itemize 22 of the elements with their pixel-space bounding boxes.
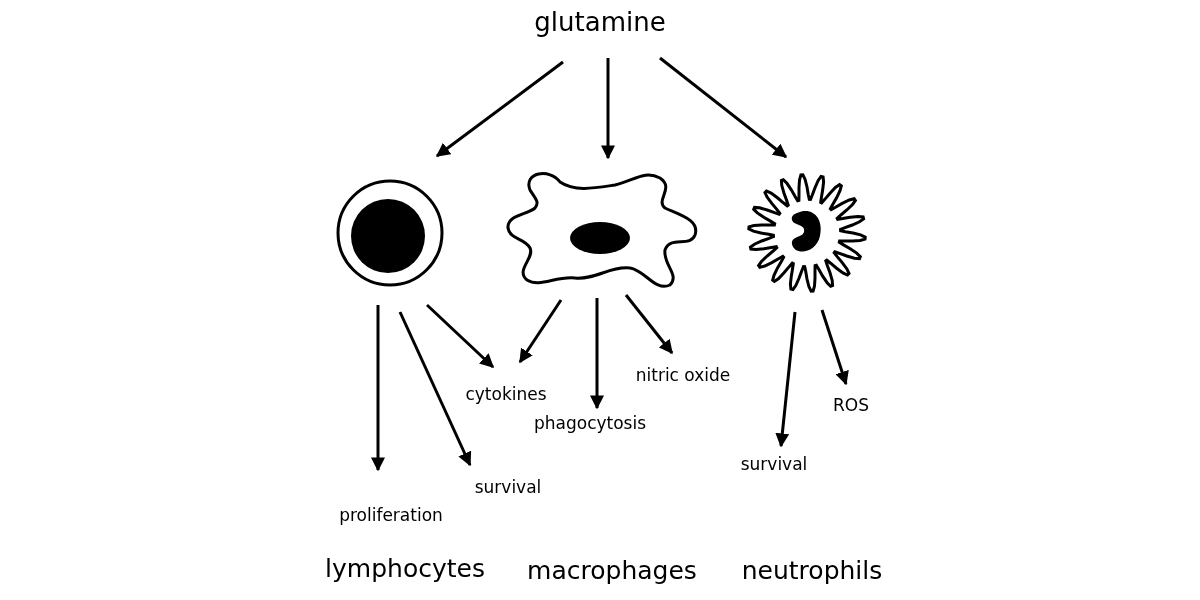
arrow bbox=[624, 294, 674, 355]
arrow bbox=[590, 298, 604, 410]
arrow bbox=[398, 311, 472, 467]
outcome-label: ROS bbox=[833, 395, 869, 415]
arrow bbox=[659, 56, 788, 159]
arrow bbox=[820, 309, 849, 386]
cell-type-label: macrophages bbox=[527, 555, 697, 585]
cell-type-label: lymphocytes bbox=[325, 553, 485, 583]
outcome-label: survival bbox=[740, 454, 808, 474]
outcome-label: nitric oxide bbox=[635, 365, 731, 385]
outcome-label: cytokines bbox=[465, 384, 547, 404]
outcome-label: survival bbox=[474, 477, 542, 497]
cell-type-label: neutrophils bbox=[741, 555, 883, 585]
outcome-label: proliferation bbox=[339, 505, 443, 525]
arrow bbox=[601, 58, 615, 160]
arrow bbox=[775, 311, 797, 448]
arrow bbox=[518, 299, 563, 364]
arrow bbox=[435, 60, 564, 158]
molecule-name: glutamine bbox=[534, 7, 666, 37]
outcome-label: phagocytosis bbox=[533, 413, 647, 433]
arrow bbox=[425, 303, 495, 369]
arrow bbox=[371, 305, 385, 472]
